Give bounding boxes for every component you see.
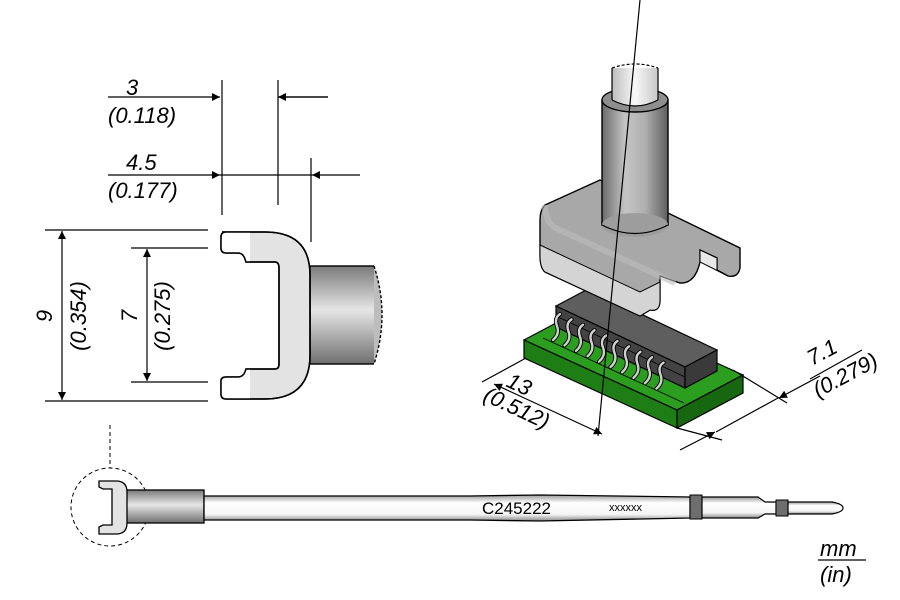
dim-width-outer-mm: 3 (126, 75, 139, 100)
ic-pin (551, 312, 562, 342)
ic-pin (574, 323, 585, 352)
ic-pin (632, 350, 642, 379)
ic-pins (550, 311, 666, 391)
ic-pin (655, 361, 665, 390)
ic-pin (609, 339, 619, 369)
dimension-width-outer: 3 (0.118) (108, 75, 328, 128)
dim-width-total-in: (0.177) (108, 178, 178, 203)
tip-3d-head (539, 179, 741, 317)
part-number-label: C245222 (482, 499, 551, 518)
dim-width-outer-in: (0.118) (108, 103, 176, 128)
ic-pin (563, 318, 573, 347)
serial-placeholder-label: xxxxxx (609, 502, 643, 514)
ic-pin (643, 356, 654, 385)
tip-detail-view (220, 231, 386, 400)
dim-height-outer-in: (0.354) (66, 281, 91, 351)
dim-height-outer-mm: 9 (32, 310, 57, 322)
tip-3d-shaft (601, 63, 669, 237)
dimension-height-outer: 9 (0.354) (32, 231, 91, 400)
units-legend: mm (in) (818, 536, 866, 587)
ic-pin (620, 345, 631, 374)
units-primary: mm (820, 536, 857, 561)
units-secondary: (in) (820, 562, 852, 587)
tip-3d-view (522, 63, 745, 429)
ic-pin (586, 329, 596, 358)
dimension-width-total: 4.5 (0.177) (108, 150, 360, 203)
dim-height-inner-in: (0.275) (150, 281, 175, 351)
dim-width-total-mm: 4.5 (126, 150, 157, 175)
ic-chip (554, 288, 719, 389)
ic-pin (597, 334, 608, 363)
tip-full-view: C245222 xxxxxx (70, 425, 844, 547)
dimension-height-inner: 7 (0.275) (117, 249, 175, 381)
dim-height-inner-mm: 7 (117, 309, 142, 322)
